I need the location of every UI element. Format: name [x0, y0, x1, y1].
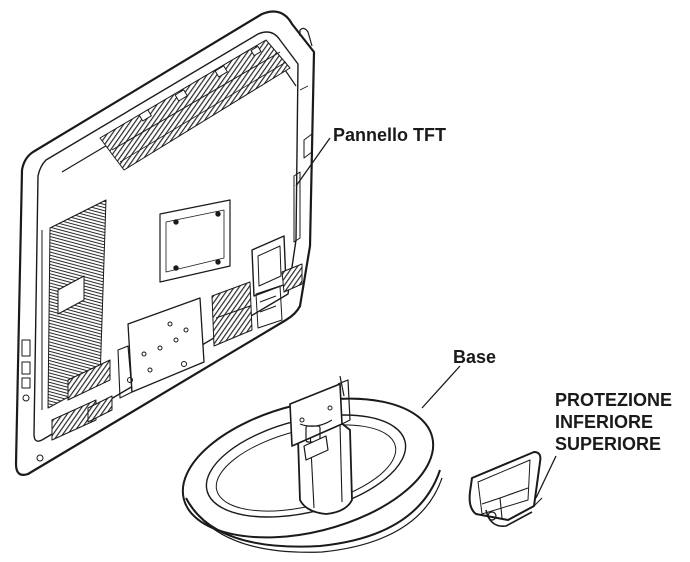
cover-label-line-3: SUPERIORE [555, 434, 662, 454]
cover-leader-line [535, 455, 557, 499]
panel-label: Pannello TFT [333, 125, 447, 145]
panel-leader-line [295, 137, 331, 187]
stand-base [181, 375, 443, 553]
cover-label: PROTEZIONE INFERIORE SUPERIORE [555, 389, 672, 455]
cover-part [468, 451, 543, 527]
cover-label-line-2: INFERIORE [555, 412, 654, 432]
top-vent [99, 39, 291, 171]
base-leader-line [421, 365, 461, 409]
base-label: Base [453, 347, 497, 367]
cover-label-line-1: PROTEZIONE [555, 390, 673, 410]
tft-panel [14, 10, 316, 476]
